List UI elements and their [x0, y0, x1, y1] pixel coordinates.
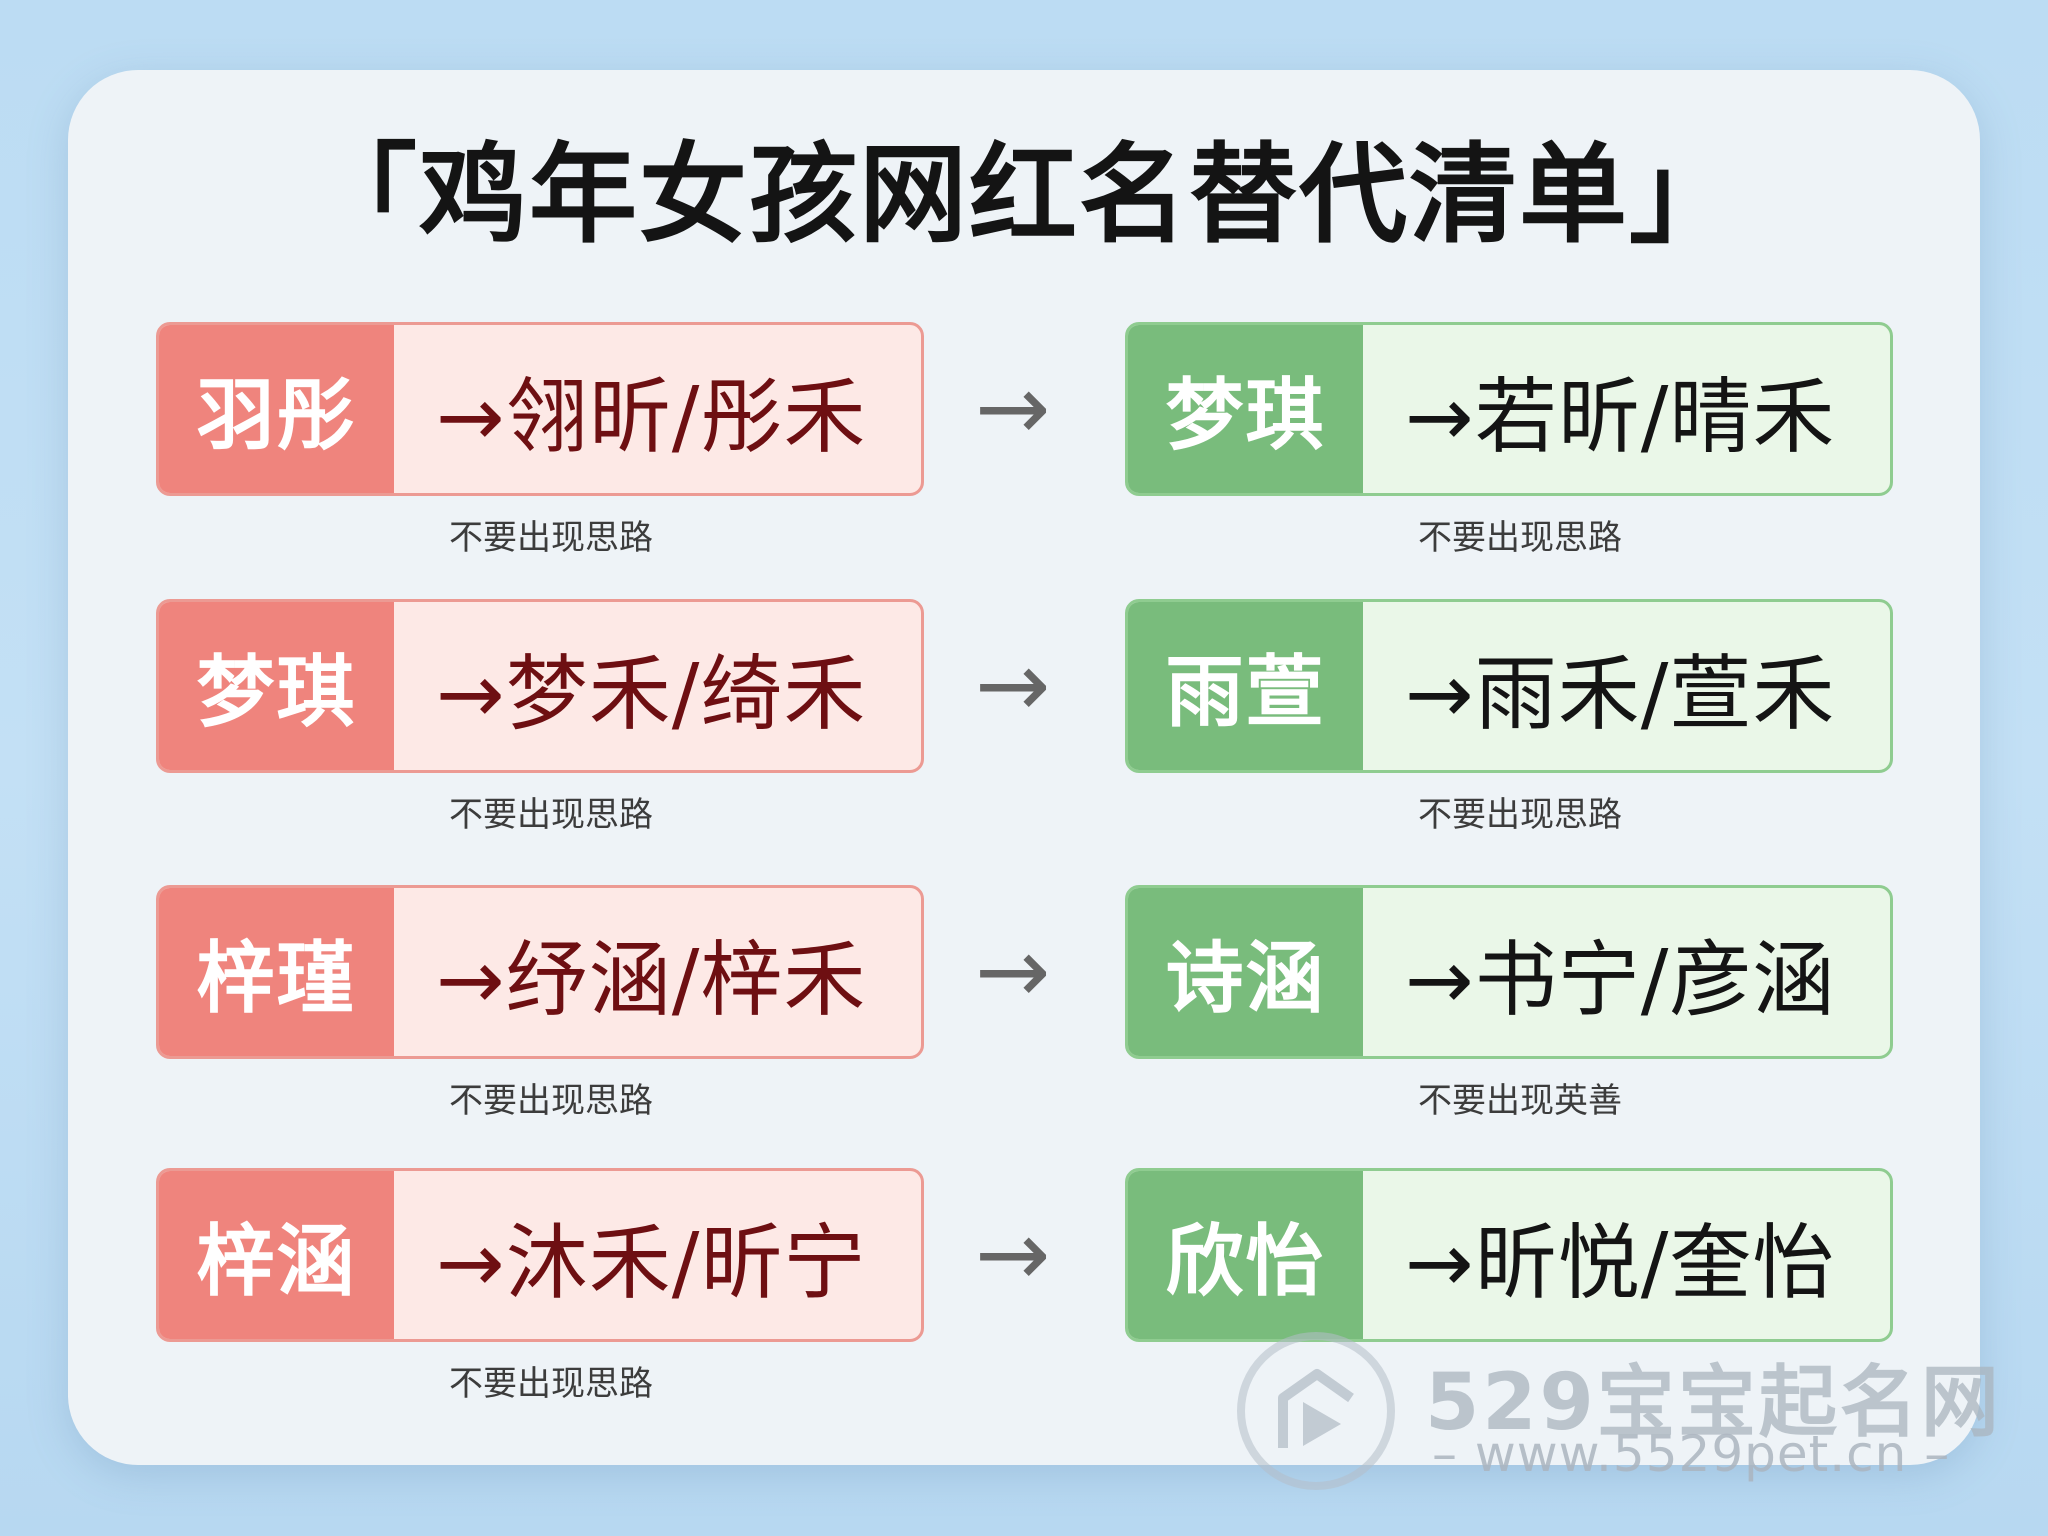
arrow-right-icon: → [975, 919, 1051, 1024]
original-name-box: 梓涵 →沐禾/昕宁 [156, 1168, 924, 1342]
original-name: 羽彤 [159, 325, 394, 493]
watermark-url: – www.5529pet.cn – [1432, 1425, 1951, 1483]
alternative-names: →若昕/晴禾 [1405, 369, 1836, 465]
name-row: 梦琪 →梦禾/绮禾 不要出现思路 → 雨萱 →雨禾/萱禾 不要出现思路 [0, 599, 2048, 869]
play-house-icon [1237, 1332, 1395, 1490]
original-name-box: 梦琪 →若昕/晴禾 [1125, 322, 1893, 496]
name-row: 梓瑾 →纾涵/梓禾 不要出现思路 → 诗涵 →书宁/彦涵 不要出现英善 [0, 885, 2048, 1155]
note-text: 不要出现英善 [1418, 1081, 1622, 1121]
original-name: 梓涵 [159, 1171, 394, 1339]
name-row: 羽彤 →翎昕/彤禾 不要出现思路 → 梦琪 →若昕/晴禾 不要出现思路 [0, 322, 2048, 592]
arrow-right-icon: → [975, 1202, 1051, 1307]
page-title: 「鸡年女孩网红名替代清单」 [308, 133, 1739, 258]
note-text: 不要出现思路 [449, 1364, 653, 1404]
original-name-box: 梦琪 →梦禾/绮禾 [156, 599, 924, 773]
note-text: 不要出现思路 [449, 1081, 653, 1121]
original-name: 梦琪 [1128, 325, 1363, 493]
original-name-box: 诗涵 →书宁/彦涵 [1125, 885, 1893, 1059]
original-name-box: 羽彤 →翎昕/彤禾 [156, 322, 924, 496]
note-text: 不要出现思路 [1418, 518, 1622, 558]
name-row: 梓涵 →沐禾/昕宁 不要出现思路 → 欣怡 →昕悦/奎怡 [0, 1168, 2048, 1438]
note-text: 不要出现思路 [1418, 795, 1622, 835]
alternative-names: →书宁/彦涵 [1405, 932, 1836, 1028]
alternative-names: →翎昕/彤禾 [436, 369, 867, 465]
original-name-box: 雨萱 →雨禾/萱禾 [1125, 599, 1893, 773]
arrow-right-icon: → [975, 356, 1051, 461]
note-text: 不要出现思路 [449, 795, 653, 835]
original-name-box: 欣怡 →昕悦/奎怡 [1125, 1168, 1893, 1342]
note-text: 不要出现思路 [449, 518, 653, 558]
original-name: 诗涵 [1128, 888, 1363, 1056]
alternative-names: →梦禾/绮禾 [436, 646, 867, 742]
watermark-site-name: 529宝宝起名网 [1425, 1358, 2002, 1448]
alternative-names: →雨禾/萱禾 [1405, 646, 1836, 742]
alternative-names: →纾涵/梓禾 [436, 932, 867, 1028]
alternative-names: →昕悦/奎怡 [1405, 1215, 1836, 1311]
alternative-names: →沐禾/昕宁 [436, 1215, 867, 1311]
original-name: 梓瑾 [159, 888, 394, 1056]
arrow-right-icon: → [975, 633, 1051, 738]
original-name-box: 梓瑾 →纾涵/梓禾 [156, 885, 924, 1059]
original-name: 雨萱 [1128, 602, 1363, 770]
original-name: 欣怡 [1128, 1171, 1363, 1339]
original-name: 梦琪 [159, 602, 394, 770]
